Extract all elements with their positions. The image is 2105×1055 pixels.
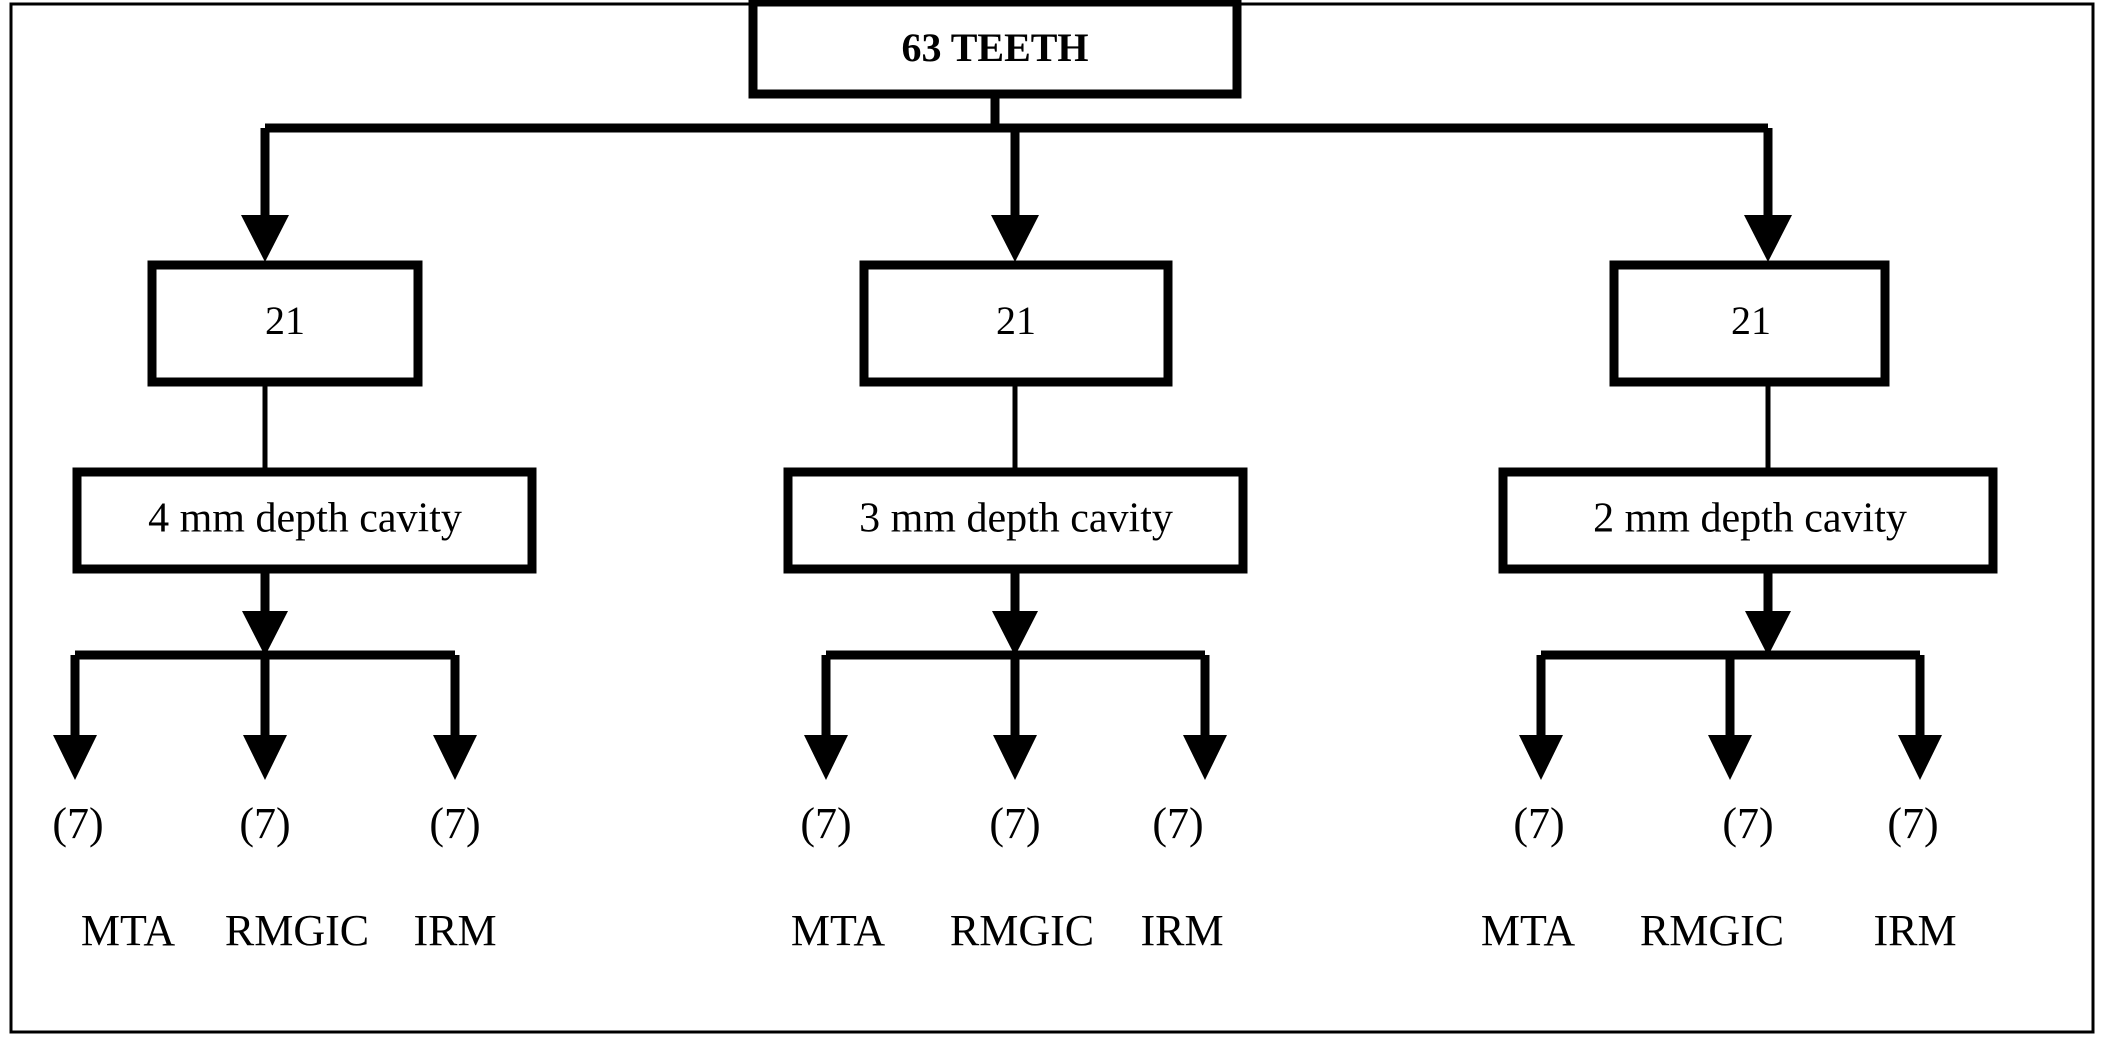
arrowhead-group-2-leaf-3	[1183, 735, 1227, 780]
group-3-leaf-2-material: RMGIC	[1640, 906, 1784, 955]
group-1-count-box	[147, 260, 423, 387]
group-3-count-label: 21	[1731, 298, 1771, 343]
group-2-leaf-1-material: MTA	[791, 906, 885, 955]
group-1-leaf-2-material: RMGIC	[225, 906, 369, 955]
group-1-leaf-2-count: (7)	[239, 799, 290, 848]
group-1-count-label: 21	[265, 298, 305, 343]
group-2-leaf-3-material: IRM	[1140, 906, 1223, 955]
group-2-leaf-2-count: (7)	[989, 799, 1040, 848]
arrowhead-group-2-split	[992, 611, 1038, 656]
group-3-leaf-2-count: (7)	[1722, 799, 1773, 848]
arrowhead-root-center	[991, 215, 1039, 262]
arrowhead-group-1-leaf-3	[433, 735, 477, 780]
arrowhead-group-3-leaf-1	[1519, 735, 1563, 780]
root-node-label: 63 TEETH	[901, 25, 1088, 70]
group-3-leaf-3-material: IRM	[1873, 906, 1956, 955]
root-distribution-connector	[241, 94, 1792, 262]
group-3-leaf-1-count: (7)	[1513, 799, 1564, 848]
group-1-leaf-1-material: MTA	[81, 906, 175, 955]
arrowhead-root-right	[1744, 215, 1792, 262]
group-1-leaf-1-count: (7)	[52, 799, 103, 848]
group-3-leaf-1-material: MTA	[1481, 906, 1575, 955]
group-1-leaf-3-count: (7)	[429, 799, 480, 848]
root-node: 63 TEETH	[748, 0, 1242, 99]
arrowhead-group-3-leaf-3	[1898, 735, 1942, 780]
arrowhead-group-2-leaf-1	[804, 735, 848, 780]
arrowhead-group-2-leaf-2	[993, 735, 1037, 780]
group-2-count-label: 21	[996, 298, 1036, 343]
group-1-cavity-label: 4 mm depth cavity	[148, 496, 462, 542]
group-3: 21 2 mm depth cavity (7) (7) (7) MTA RMG…	[1481, 260, 1998, 955]
group-3-count-box	[1609, 260, 1890, 387]
group-3-cavity-label: 2 mm depth cavity	[1593, 496, 1907, 542]
group-2-cavity-label: 3 mm depth cavity	[859, 496, 1173, 542]
group-2: 21 3 mm depth cavity (7) (7) (7) MTA RMG…	[783, 260, 1248, 955]
arrowhead-group-3-leaf-2	[1708, 735, 1752, 780]
group-3-leaf-3-count: (7)	[1887, 799, 1938, 848]
arrowhead-group-1-leaf-1	[53, 735, 97, 780]
arrowhead-group-1-split	[242, 611, 288, 656]
group-1-cavity-box	[72, 467, 537, 574]
group-1: 21 4 mm depth cavity (7) (7) (7)	[52, 260, 537, 955]
group-1-leaf-3-material: IRM	[413, 906, 496, 955]
group-3-cavity-box	[1498, 467, 1998, 574]
group-2-leaf-3-count: (7)	[1152, 799, 1203, 848]
arrowhead-group-3-split	[1745, 611, 1791, 656]
group-2-leaf-1-count: (7)	[800, 799, 851, 848]
arrowhead-group-1-leaf-2	[243, 735, 287, 780]
group-2-leaf-2-material: RMGIC	[950, 906, 1094, 955]
arrowhead-root-left	[241, 215, 289, 262]
